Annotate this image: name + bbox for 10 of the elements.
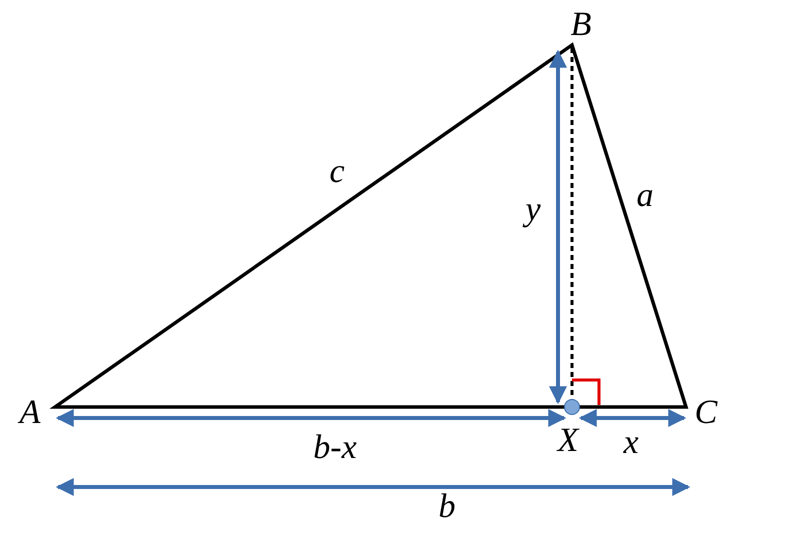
dimension-label: b [438, 490, 456, 524]
side-label: a [636, 179, 654, 213]
dimension-label: x [623, 426, 639, 460]
vertex-label: A [20, 396, 40, 430]
dimension-label: y [525, 193, 541, 227]
point-label: X [558, 424, 578, 458]
dimension-label: b-x [313, 431, 357, 465]
side-label: c [329, 155, 345, 189]
vertex-label: C [694, 396, 718, 430]
vertex-label: B [570, 8, 592, 42]
